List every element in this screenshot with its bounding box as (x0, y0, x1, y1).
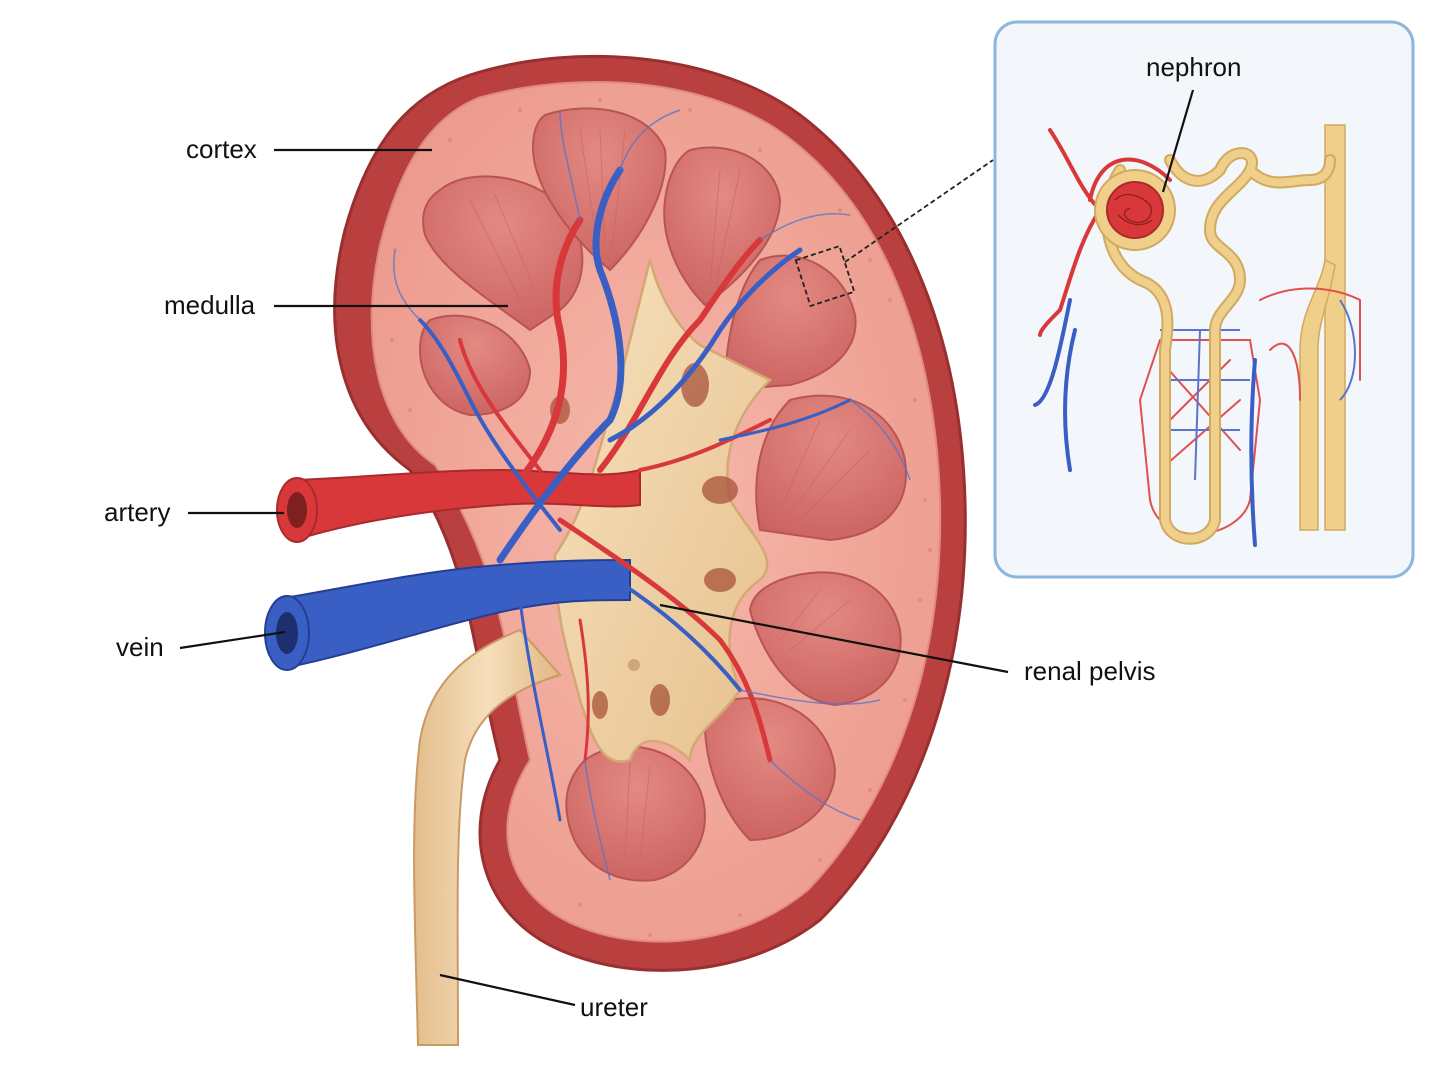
nephron-inset-panel (993, 20, 1415, 579)
pyramid-striations (469, 129, 871, 861)
label-vein: vein (116, 632, 164, 662)
pyramid (532, 107, 667, 272)
zoom-region-box (794, 244, 856, 308)
medulla-pyramids (418, 107, 907, 882)
ureter-leader (439, 973, 576, 1007)
label-renal-pelvis: renal pelvis (1024, 656, 1156, 686)
pyramid (755, 394, 907, 542)
renal-pelvis-leader (659, 603, 1009, 674)
cortex-texture (390, 98, 932, 937)
artery-branches (458, 216, 773, 763)
nephron-illustration (1033, 124, 1361, 547)
ureter-tube (413, 628, 562, 1046)
fine-vessels (393, 109, 911, 881)
pyramid (418, 314, 532, 417)
label-artery: artery (104, 497, 170, 527)
glomerulus (1106, 181, 1164, 239)
vein-branches (418, 166, 852, 822)
nephron-leader (1161, 89, 1195, 193)
label-ureter: ureter (580, 992, 648, 1022)
pyramid (565, 745, 706, 882)
pyramid (748, 571, 902, 707)
zoom-connector-line (844, 159, 994, 263)
label-cortex: cortex (186, 134, 257, 164)
pyramid (723, 254, 857, 392)
label-nephron: nephron (1146, 52, 1241, 82)
vein-leader (179, 630, 286, 650)
renal-vein (264, 558, 631, 671)
label-medulla: medulla (164, 290, 256, 320)
